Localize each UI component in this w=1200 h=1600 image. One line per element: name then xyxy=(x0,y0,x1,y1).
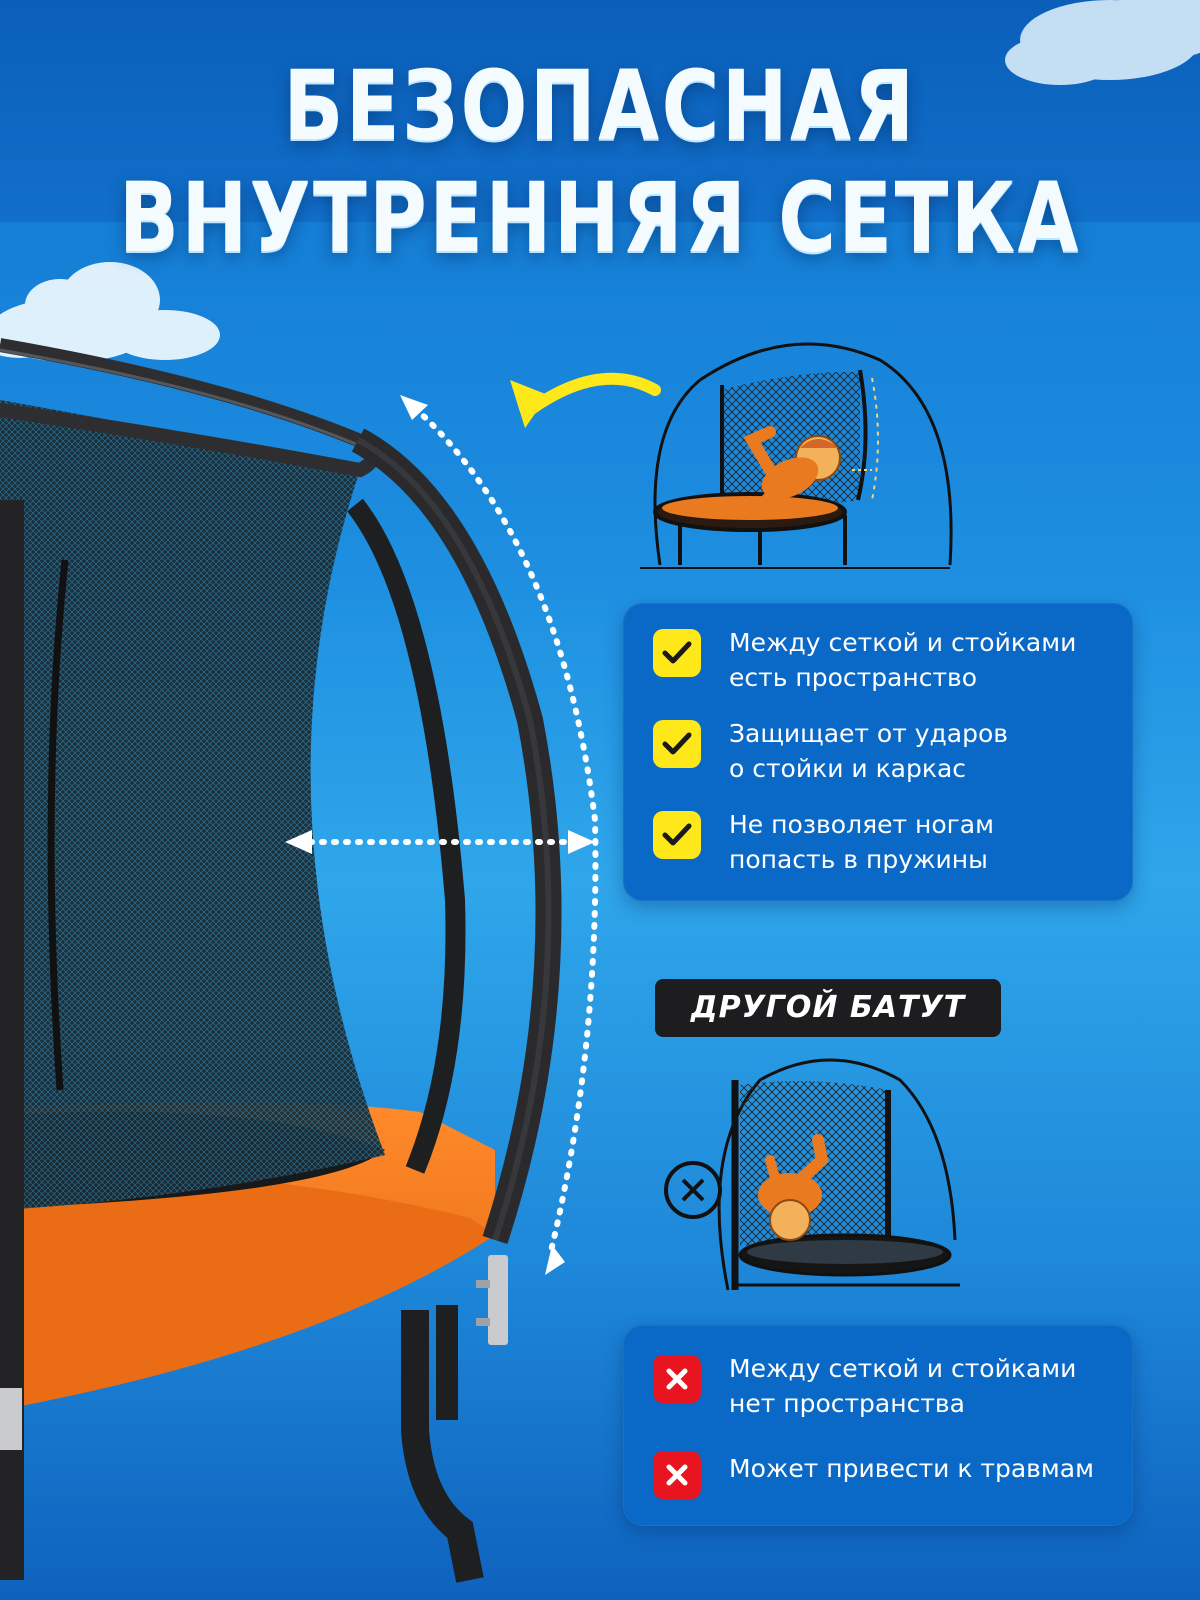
benefits-panel: Между сеткой и стойками есть пространств… xyxy=(623,603,1133,901)
title-line-2: ВНУТРЕННЯЯ СЕТКА xyxy=(118,162,1082,274)
benefit-item: Не позволяет ногам попасть в пружины xyxy=(653,807,1129,877)
drawback-item: Может привести к травмам xyxy=(653,1447,1129,1499)
benefit-item: Защищает от ударов о стойки и каркас xyxy=(653,716,1129,786)
pole-clamp xyxy=(488,1255,508,1345)
drawback-item: Между сеткой и стойками нет пространства xyxy=(653,1351,1129,1421)
child-figure-icon xyxy=(743,426,841,510)
trampoline-leg xyxy=(401,1310,484,1583)
benefit-text: Защищает от ударов о стойки и каркас xyxy=(729,719,1009,783)
header-band xyxy=(0,0,1200,222)
cross-icon xyxy=(653,1355,701,1403)
dotted-height-arc xyxy=(412,405,599,1258)
drawbacks-panel: Между сеткой и стойками нет пространства… xyxy=(623,1325,1133,1526)
cross-circle-icon xyxy=(664,1161,722,1219)
inner-pole xyxy=(347,498,466,1174)
cloud-top-right xyxy=(1005,0,1200,85)
child-figure-icon-2 xyxy=(758,1134,829,1241)
checkmark-icon xyxy=(653,811,701,859)
checkmark-icon xyxy=(653,720,701,768)
drawback-text: Между сеткой и стойками нет пространства xyxy=(729,1354,1077,1418)
benefit-text: Не позволяет ногам попасть в пружины xyxy=(729,810,994,874)
cross-icon xyxy=(653,1451,701,1499)
page-title: БЕЗОПАСНАЯ ВНУТРЕННЯЯ СЕТКА xyxy=(108,50,1092,274)
drawback-text: Может привести к травмам xyxy=(729,1454,1094,1483)
other-trampoline-label: ДРУГОЙ БАТУТ xyxy=(655,979,1001,1037)
safety-net xyxy=(0,400,385,1210)
benefit-text: Между сеткой и стойками есть пространств… xyxy=(729,628,1077,692)
title-line-1: БЕЗОПАСНАЯ xyxy=(283,50,917,162)
yellow-arrow-icon xyxy=(524,372,661,416)
benefit-item: Между сеткой и стойками есть пространств… xyxy=(653,625,1129,695)
checkmark-icon xyxy=(653,629,701,677)
